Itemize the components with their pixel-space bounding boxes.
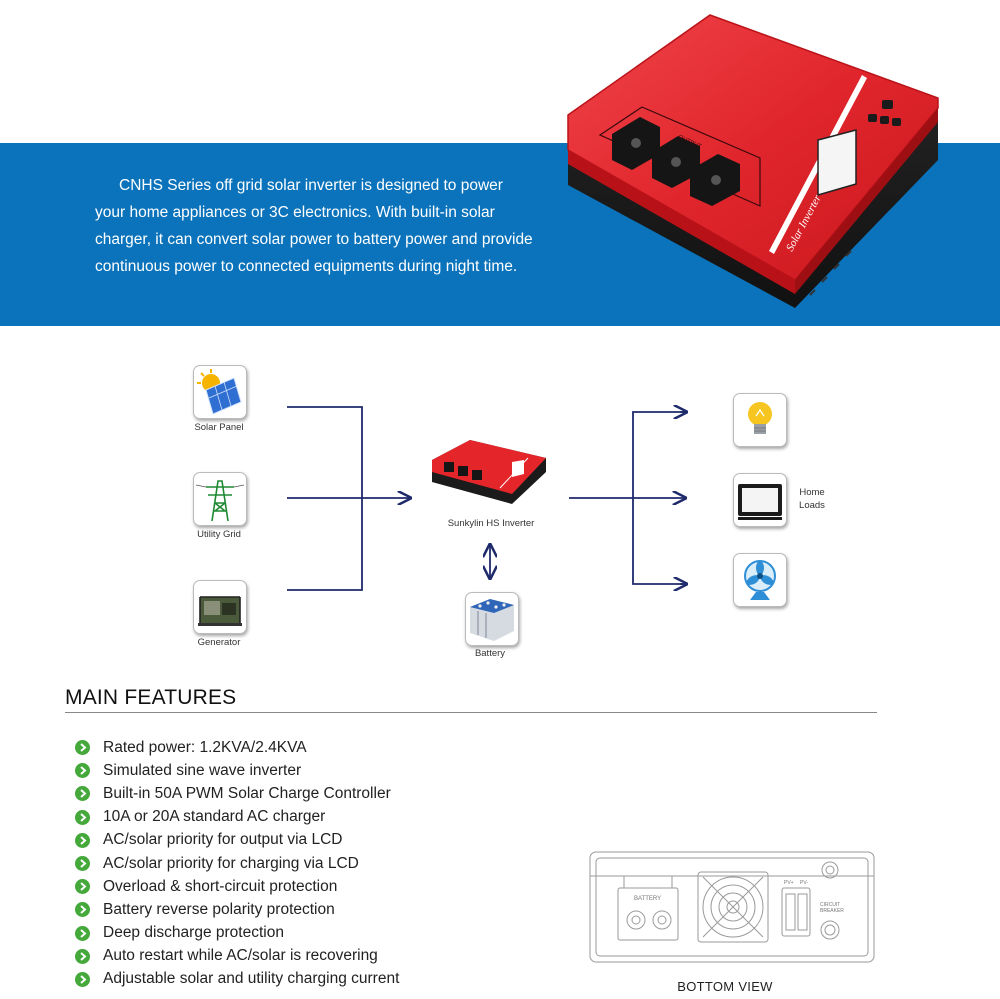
television-icon [738,484,782,520]
solar-inverter-product-image: OUTPUT Solar Inverter [567,14,939,308]
feature-item: AC/solar priority for charging via LCD [75,852,399,875]
arrow-bullet-icon [75,763,90,779]
feature-text: Overload & short-circuit protection [103,877,338,895]
feature-item: Rated power: 1.2KVA/2.4KVA [75,736,399,759]
arrow-bullet-icon [75,832,90,848]
bottom-view-caption: BOTTOM VIEW [677,979,773,994]
feature-list: Rated power: 1.2KVA/2.4KVA Simulated sin… [75,736,399,991]
feature-text: 10A or 20A standard AC charger [103,808,326,826]
feature-item: Auto restart while AC/solar is recoverin… [75,945,399,968]
solar-panel-icon [197,369,242,415]
battery-icon [470,599,514,641]
solar-panel-card [193,365,247,419]
feature-item: AC/solar priority for output via LCD [75,829,399,852]
arrow-bullet-icon [75,925,90,941]
feature-text: Battery reverse polarity protection [103,900,335,918]
utility-grid-card [193,472,247,526]
home-loads-label: Home Loads [799,487,825,511]
feature-item: Overload & short-circuit protection [75,875,399,898]
arrow-bullet-icon [75,902,90,918]
battery-card [465,592,519,646]
bottom-battery-label: BATTERY [634,896,661,902]
feature-text: Deep discharge protection [103,924,284,942]
fan-icon [744,560,776,600]
feature-item: Adjustable solar and utility charging cu… [75,968,399,991]
inverter-icon [432,440,546,504]
feature-text: AC/solar priority for output via LCD [103,831,343,849]
circuit-breaker-label: CIRCUIT [820,902,840,908]
power-tower-icon [195,480,245,522]
feature-text: Simulated sine wave inverter [103,761,302,779]
feature-item: Battery reverse polarity protection [75,898,399,921]
feature-text: Auto restart while AC/solar is recoverin… [103,947,378,965]
arrow-bullet-icon [75,786,90,802]
inverter-label: Sunkylin HS Inverter [447,518,535,529]
feature-item: Simulated sine wave inverter [75,759,399,782]
feature-text: Built-in 50A PWM Solar Charge Controller [103,784,391,802]
feature-item: Built-in 50A PWM Solar Charge Controller [75,782,399,805]
features-title: MAIN FEATURES [65,686,237,709]
feature-text: AC/solar priority for charging via LCD [103,854,359,872]
pv-negative-label: PV- [800,880,808,886]
light-bulb-card [733,393,787,447]
intro-text-content: CNHS Series off grid solar inverter is d… [95,177,533,275]
television-card [733,473,787,527]
arrow-bullet-icon [75,971,90,987]
utility-grid-label: Utility Grid [197,529,241,540]
solar-panel-label: Solar Panel [194,422,244,433]
arrow-bullet-icon [75,948,90,964]
battery-label: Battery [474,648,506,659]
arrow-bullet-icon [75,879,90,895]
generator-icon [198,596,242,626]
feature-text: Adjustable solar and utility charging cu… [103,970,400,988]
light-bulb-icon [748,402,772,434]
circuit-breaker-label-2: BREAKER [820,908,844,914]
features-divider [65,712,877,713]
feature-text: Rated power: 1.2KVA/2.4KVA [103,738,307,756]
pv-positive-label: PV+ [784,880,794,886]
arrow-bullet-icon [75,740,90,756]
generator-label: Generator [197,637,241,648]
arrow-bullet-icon [75,809,90,825]
feature-item: Deep discharge protection [75,922,399,945]
generator-card [193,580,247,634]
fan-card [733,553,787,607]
arrow-bullet-icon [75,856,90,872]
bottom-view-drawing: BATTERY PV+ PV- CIRCUIT BREAKER [589,851,875,963]
feature-item: 10A or 20A standard AC charger [75,806,399,829]
intro-text: CNHS Series off grid solar inverter is d… [95,172,535,280]
